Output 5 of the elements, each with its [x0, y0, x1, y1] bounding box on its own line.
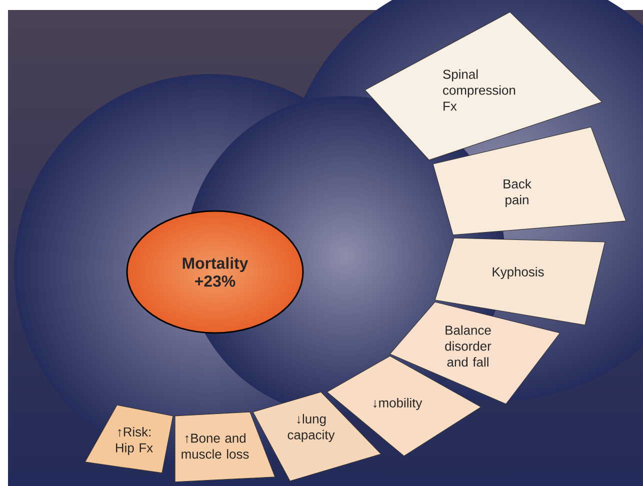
segment-box: ↑Risk: Hip Fx: [84, 404, 174, 474]
segment-box: Back pain: [432, 126, 626, 236]
segment-box: ↑Bone and muscle loss: [174, 412, 276, 482]
segment-box: Spinal compression Fx: [364, 12, 603, 160]
segment-box: Kyphosis: [434, 238, 606, 326]
